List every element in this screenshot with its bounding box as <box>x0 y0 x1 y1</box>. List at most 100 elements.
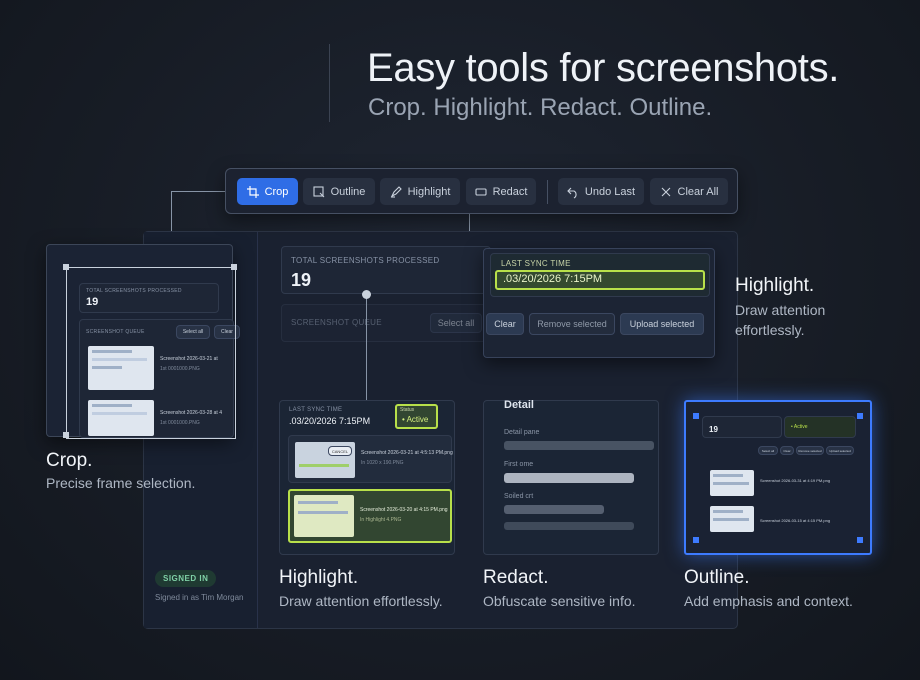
connector-pin-line <box>366 297 367 402</box>
clear-button[interactable]: Clear <box>486 313 524 335</box>
op-remove-button[interactable]: Remove selected <box>796 446 824 455</box>
outline-button[interactable]: Outline <box>303 178 375 205</box>
redact-button-label: Redact <box>492 185 528 198</box>
hp-last-sync-value: .03/20/2026 7:15PM <box>289 416 371 426</box>
highlight-button-label: Highlight <box>407 185 451 198</box>
clear-all-label: Clear All <box>677 185 719 198</box>
op-status-value: • Active <box>791 424 808 430</box>
redact-blur-1 <box>504 441 654 450</box>
remove-selected-button[interactable]: Remove selected <box>529 313 615 335</box>
redact-blur-2 <box>504 473 634 483</box>
crop-button-label: Crop <box>264 185 289 198</box>
hp-item2-name: Screenshot 2026-03-20 at 4:15 PM.png <box>360 507 448 513</box>
clear-all-button[interactable]: Clear All <box>650 178 728 205</box>
feature-crop-title: Crop. <box>46 450 93 471</box>
crop-total-value: 19 <box>86 296 99 308</box>
feature-redact-title: Redact. <box>483 567 549 588</box>
redact-icon <box>475 187 487 196</box>
redact-field3-label: Soiled crt <box>504 493 534 500</box>
hero-divider <box>329 44 330 122</box>
op-upload-button[interactable]: Upload selected <box>826 446 854 455</box>
feature-highlight-right-desc-1: Draw attention <box>735 302 826 318</box>
connector-crop-vertical <box>171 191 172 245</box>
annotation-toolbar: Crop Outline Highlight Redact Undo Last … <box>225 168 738 214</box>
hp-item1: CANCEL Screenshot 2026-03-21 at 4:5:13 P… <box>288 435 453 483</box>
screenshot-queue-card: SCREENSHOT QUEUE Select all <box>281 304 491 342</box>
hp-status-label: Status <box>400 407 415 413</box>
feature-crop-desc: Precise frame selection. <box>46 475 196 491</box>
signed-in-as: Signed in as Tim Morgan <box>155 593 244 602</box>
crop-total-card: TOTAL SCREENSHOTS PROCESSED 19 <box>79 283 219 313</box>
crop-button[interactable]: Crop <box>237 178 298 205</box>
feature-outline-title: Outline. <box>684 567 750 588</box>
hero-subtitle: Crop. Highlight. Redact. Outline. <box>368 94 713 121</box>
redact-button[interactable]: Redact <box>466 178 536 205</box>
crop-item1-thumb <box>88 346 154 390</box>
hp-item2-meta: In Highlight 4.PNG <box>360 517 402 523</box>
outline-icon <box>313 185 324 197</box>
crop-item2-name: Screenshot 2026-03-28 at 4 <box>160 410 222 416</box>
last-sync-label: LAST SYNC TIME <box>501 259 571 268</box>
op-total-value: 19 <box>709 425 718 434</box>
crop-item2-thumb <box>88 400 154 436</box>
feature-highlight-right-title: Highlight. <box>735 275 815 296</box>
op-clear-button[interactable]: Clear <box>780 446 794 455</box>
crop-icon <box>246 185 259 198</box>
outline-handle-bottom-right <box>857 537 863 543</box>
op-item2-name: Screenshot 2026-03-15 at 4:15 PM.png <box>760 518 831 523</box>
outline-handle-top-left <box>693 413 699 419</box>
hp-item2-thumb <box>294 495 354 537</box>
crop-select-all-button[interactable]: Select all <box>176 325 210 339</box>
op-total-card: 19 <box>702 416 782 438</box>
redact-preview: Detail Detail pane First ome Soiled crt <box>483 399 659 555</box>
total-processed-label: TOTAL SCREENSHOTS PROCESSED <box>291 256 440 265</box>
feature-redact-desc: Obfuscate sensitive info. <box>483 593 636 609</box>
hp-item1-thumb: CANCEL <box>295 442 355 478</box>
hp-last-sync-label: Last Sync Time <box>289 407 343 413</box>
redact-title: Detail <box>504 399 534 411</box>
select-all-button[interactable]: Select all <box>430 313 482 333</box>
total-processed-value: 19 <box>291 270 312 290</box>
feature-highlight-desc: Draw attention effortlessly. <box>279 593 443 609</box>
highlight-button[interactable]: Highlight <box>380 178 460 205</box>
highlighted-sync-value <box>495 270 705 290</box>
hp-item1-meta: In 1020 x 190.PNG <box>361 460 404 466</box>
hp-item1-name: Screenshot 2026-03-21 at 4:5:13 PM.png <box>361 450 453 456</box>
crop-total-label: TOTAL SCREENSHOTS PROCESSED <box>86 288 182 294</box>
outline-button-label: Outline <box>330 185 366 198</box>
crop-item1-meta: 1st 0001000.PNG <box>160 366 200 372</box>
crop-handle-bottom-left[interactable] <box>63 432 69 438</box>
crop-queue-label: SCREENSHOT QUEUE <box>86 329 145 335</box>
highlight-panel: LAST SYNC TIME .03/20/2026 7:15PM Clear … <box>483 248 715 358</box>
crop-frame[interactable] <box>66 267 236 439</box>
op-select-all-button[interactable]: Select all <box>758 446 778 455</box>
hp-cancel-button[interactable]: CANCEL <box>328 446 352 456</box>
last-sync-card: LAST SYNC TIME .03/20/2026 7:15PM <box>490 253 710 297</box>
op-item2-thumb <box>710 506 754 532</box>
op-item1-name: Screenshot 2026-03-31 at 4:19 PM.png <box>760 478 831 483</box>
outline-preview: 19 • Active Select all Clear Remove sele… <box>684 400 872 555</box>
crop-handle-top-right[interactable] <box>231 264 237 270</box>
crop-queue-card: SCREENSHOT QUEUE Select all Clear Screen… <box>79 319 240 438</box>
highlighter-icon <box>390 185 402 198</box>
op-item1-thumb <box>710 470 754 496</box>
crop-preview: TOTAL SCREENSHOTS PROCESSED 19 SCREENSHO… <box>46 244 240 439</box>
redact-blur-3 <box>504 505 604 514</box>
feature-highlight-right-desc-2: effortlessly. <box>735 322 805 338</box>
connector-pin-dot <box>362 290 371 299</box>
redact-blur-4 <box>504 522 634 530</box>
feature-outline-desc: Add emphasis and context. <box>684 593 853 609</box>
upload-selected-button[interactable]: Upload selected <box>620 313 704 335</box>
undo-last-label: Undo Last <box>584 185 636 198</box>
crop-handle-top-left[interactable] <box>63 264 69 270</box>
redact-field2-label: First ome <box>504 461 534 468</box>
undo-icon <box>567 187 577 198</box>
crop-item1-name: Screenshot 2026-03-21 at <box>160 356 218 362</box>
redact-field1-label: Detail pane <box>504 429 540 436</box>
hp-status-highlight <box>395 404 438 429</box>
outline-handle-bottom-left <box>693 537 699 543</box>
outline-handle-top-right <box>857 413 863 419</box>
crop-clear-button[interactable]: Clear <box>214 325 240 339</box>
feature-highlight-title: Highlight. <box>279 567 359 588</box>
undo-last-button[interactable]: Undo Last <box>558 178 644 205</box>
